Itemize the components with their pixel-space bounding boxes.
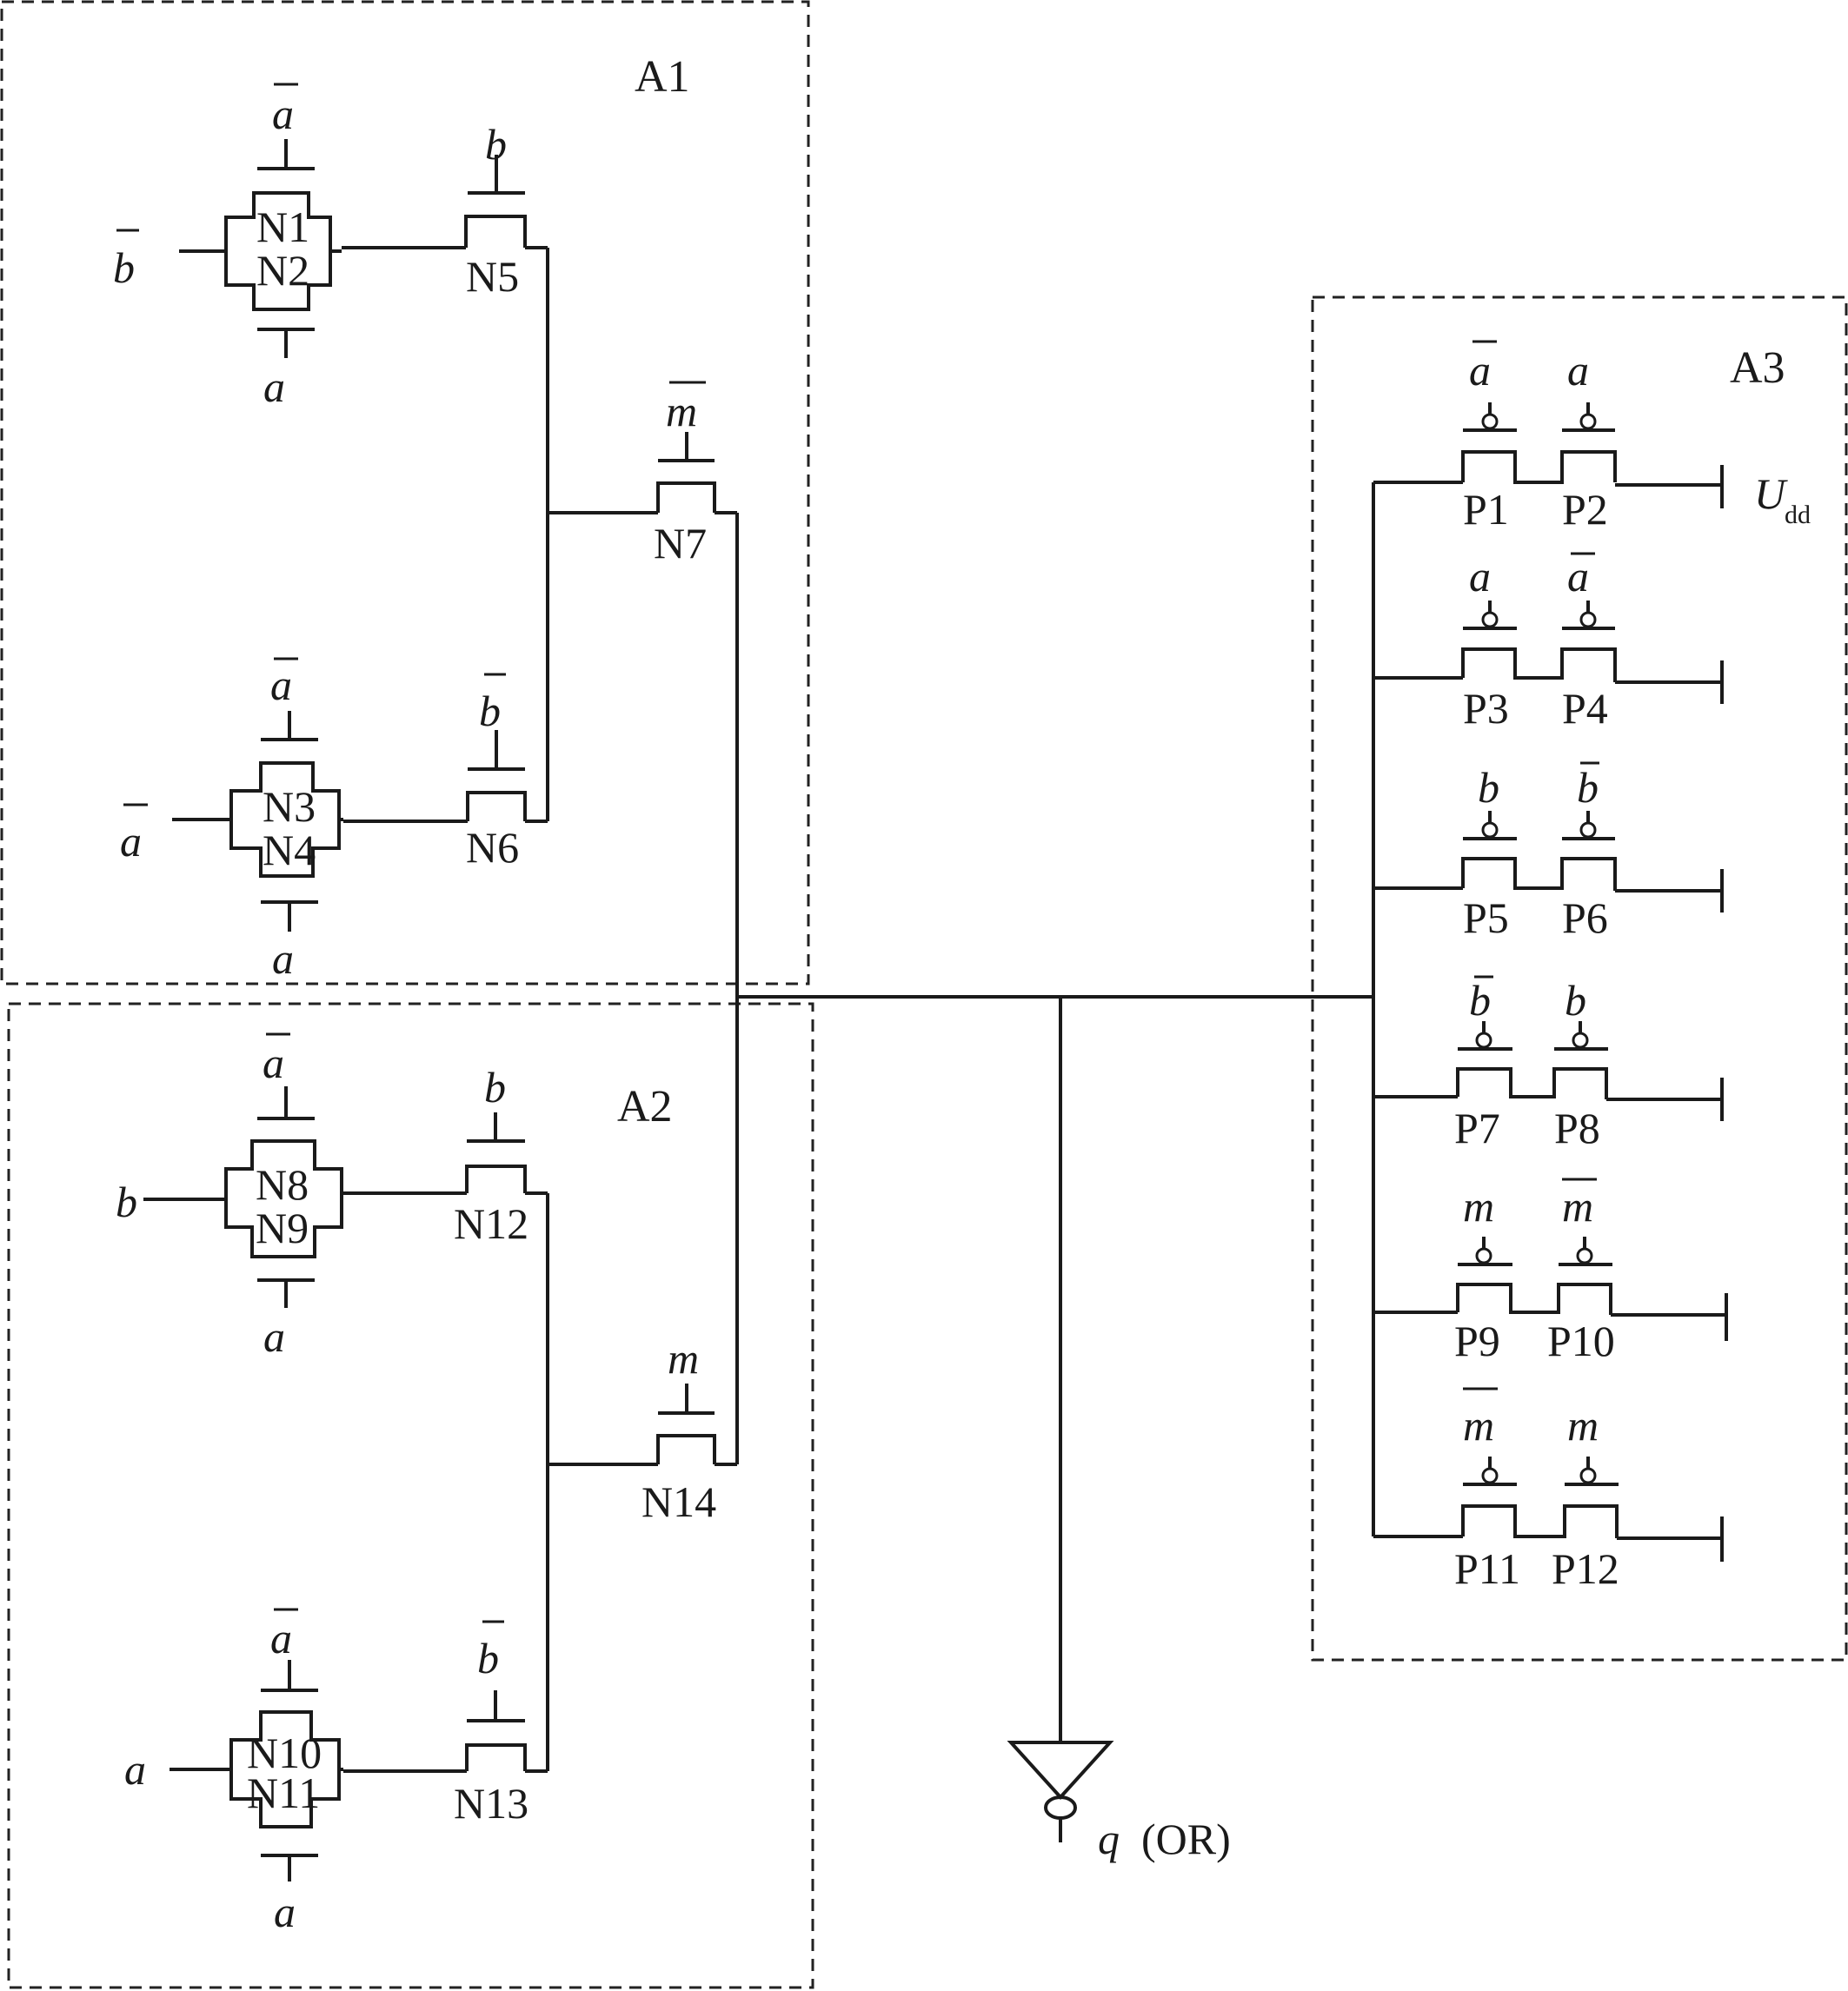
- p7-label: P7: [1454, 1104, 1500, 1152]
- nmos-n14: m N14: [548, 1334, 737, 1526]
- pmos-row-p5-p6: b b P5 P6: [1373, 761, 1724, 942]
- p2-gate-signal: a: [1567, 346, 1589, 395]
- p5-label: P5: [1463, 893, 1509, 942]
- n2-label: N2: [256, 246, 309, 295]
- n13-label: N13: [454, 1779, 528, 1828]
- supply-subscript: dd: [1785, 501, 1811, 529]
- n13-gate-signal: b: [477, 1634, 499, 1682]
- n7-gate-signal: m: [666, 387, 697, 435]
- p9-label: P9: [1454, 1317, 1500, 1365]
- pmos-row-p11-p12: m m P11 P12: [1373, 1387, 1724, 1593]
- p4-gate-signal: a: [1567, 552, 1589, 601]
- p9-gate-signal: m: [1463, 1182, 1494, 1231]
- n10n11-gate-bottom-signal: a: [274, 1888, 296, 1936]
- output-signal: q: [1098, 1815, 1120, 1863]
- p6-gate-signal: b: [1577, 763, 1599, 812]
- transmission-gate-n1-n2: N1 N2 a a b: [113, 83, 342, 411]
- p3-label: P3: [1463, 684, 1509, 733]
- n8n9-gate-bottom-signal: a: [263, 1312, 285, 1361]
- p6-label: P6: [1562, 893, 1608, 942]
- nmos-n12: b N12: [342, 1063, 548, 1248]
- n1n2-gate-bottom-signal: a: [263, 362, 285, 411]
- nmos-n7: m N7: [548, 381, 737, 567]
- n14-gate-signal: m: [668, 1334, 699, 1383]
- p8-label: P8: [1554, 1104, 1600, 1152]
- p8-gate-signal: b: [1565, 976, 1586, 1025]
- n14-label: N14: [641, 1477, 716, 1526]
- pmos-row-p9-p10: m m P9 P10: [1373, 1178, 1728, 1365]
- n1-label: N1: [256, 202, 309, 251]
- p10-label: P10: [1547, 1317, 1615, 1365]
- n10n11-gate-top-signal: a: [270, 1614, 292, 1662]
- p4-label: P4: [1562, 684, 1608, 733]
- n9-label: N9: [256, 1204, 309, 1252]
- n8n9-gate-top-signal: a: [263, 1039, 284, 1087]
- n8-label: N8: [256, 1160, 309, 1209]
- region-a2-box: [7, 1002, 814, 1989]
- output-tag: (OR): [1141, 1815, 1231, 1863]
- region-a3-label: A3: [1730, 343, 1785, 393]
- transmission-gate-n10-n11: N10 N11 a a a: [124, 1608, 343, 1936]
- pmos-row-p7-p8: b b P7 P8: [1373, 975, 1724, 1152]
- p1-gate-signal: a: [1469, 346, 1491, 395]
- nmos-n5: b N5: [342, 120, 548, 301]
- p12-gate-signal: m: [1567, 1401, 1599, 1450]
- n5-label: N5: [466, 252, 519, 301]
- region-a1-box: [0, 0, 810, 986]
- n6-gate-signal: b: [479, 687, 501, 735]
- p1-label: P1: [1463, 485, 1509, 534]
- n1n2-gate-top-signal: a: [272, 90, 294, 138]
- p2-label: P2: [1562, 485, 1608, 534]
- n3-label: N3: [263, 782, 316, 831]
- n3n4-gate-top-signal: a: [270, 660, 292, 709]
- pmos-row-p1-p2: a a P1 P2 U dd: [1373, 340, 1811, 534]
- p12-label: P12: [1552, 1544, 1619, 1593]
- region-a2-label: A2: [617, 1082, 673, 1132]
- n12-label: N12: [454, 1199, 528, 1248]
- pmos-row-p3-p4: a a P3 P4: [1373, 552, 1724, 733]
- n3n4-input-signal: a: [120, 817, 142, 866]
- n12-gate-signal: b: [484, 1063, 506, 1112]
- region-a3-box: [1311, 295, 1848, 1662]
- n5-gate-signal: b: [485, 120, 507, 169]
- n10-label: N10: [247, 1729, 322, 1777]
- n1n2-input-signal: b: [113, 243, 135, 292]
- n8n9-input-signal: b: [116, 1178, 137, 1226]
- region-a1-label: A1: [635, 52, 690, 102]
- p7-gate-signal: b: [1469, 976, 1491, 1025]
- supply-label: U: [1754, 469, 1788, 518]
- n7-label: N7: [654, 519, 707, 567]
- p5-gate-signal: b: [1478, 763, 1499, 812]
- n11-label: N11: [247, 1769, 320, 1817]
- p10-gate-signal: m: [1562, 1182, 1593, 1231]
- n6-label: N6: [466, 823, 519, 872]
- nmos-n6: b N6: [343, 673, 548, 872]
- output-buffer-gate: q (OR): [1007, 1741, 1231, 1863]
- transmission-gate-n3-n4: N3 N4 a a a: [120, 657, 343, 983]
- p3-gate-signal: a: [1469, 552, 1491, 601]
- p11-label: P11: [1454, 1544, 1520, 1593]
- nmos-n13: b N13: [343, 1620, 548, 1828]
- n10n11-input-signal: a: [124, 1745, 146, 1794]
- n3n4-gate-bottom-signal: a: [272, 934, 294, 983]
- p11-gate-signal: m: [1463, 1401, 1494, 1450]
- transmission-gate-n8-n9: N8 N9 a a b: [116, 1032, 343, 1361]
- n4-label: N4: [263, 826, 316, 874]
